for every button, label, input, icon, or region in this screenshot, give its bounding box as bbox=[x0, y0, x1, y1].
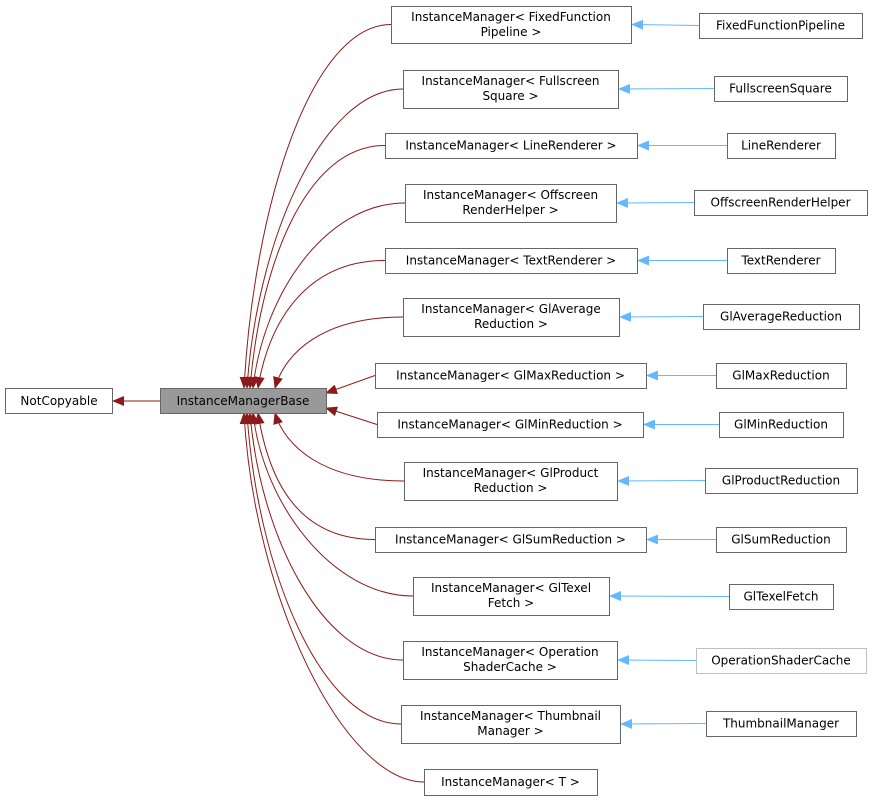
node-instancemanager[interactable]: InstanceManager< GlMinReduction > bbox=[377, 412, 644, 438]
node-instancemanager[interactable]: InstanceManager< GlMaxReduction > bbox=[375, 363, 647, 389]
inherit-edge bbox=[242, 88, 404, 389]
inherit-edge bbox=[239, 412, 425, 783]
node-label: InstanceManager< LineRenderer > bbox=[405, 139, 616, 153]
node-label: InstanceManagerBase bbox=[177, 394, 310, 408]
node-label: InstanceManager< FixedFunction bbox=[411, 10, 611, 24]
node-derived-class[interactable]: GlAverageReduction bbox=[703, 304, 860, 330]
node-label: LineRenderer bbox=[741, 139, 821, 153]
node-instancemanager[interactable]: InstanceManager< FixedFunctionPipeline > bbox=[391, 6, 632, 44]
node-label: TextRenderer bbox=[740, 254, 820, 268]
node-label: InstanceManager< TextRenderer > bbox=[406, 254, 616, 268]
node-label: GlAverageReduction bbox=[720, 310, 842, 324]
node-derived-class[interactable]: TextRenderer bbox=[727, 248, 836, 274]
template-edge bbox=[617, 655, 697, 666]
inherit-edge bbox=[242, 412, 402, 725]
node-label: GlTexelFetch bbox=[743, 590, 818, 604]
node-derived-class[interactable]: FixedFunctionPipeline bbox=[699, 13, 863, 39]
node-label: Pipeline > bbox=[481, 25, 542, 39]
template-edge bbox=[618, 83, 715, 94]
node-label: RenderHelper > bbox=[462, 203, 558, 217]
node-notcopyable[interactable]: NotCopyable bbox=[5, 388, 113, 414]
node-label: InstanceManager< T > bbox=[441, 775, 580, 789]
node-instancemanager[interactable]: InstanceManager< TextRenderer > bbox=[385, 248, 638, 274]
node-instancemanager[interactable]: InstanceManager< FullscreenSquare > bbox=[403, 70, 619, 109]
inherit-edge bbox=[249, 202, 406, 389]
node-label: ShaderCache > bbox=[463, 660, 557, 674]
node-instancemanager[interactable]: InstanceManager< GlProductReduction > bbox=[404, 462, 618, 501]
node-label: GlMinReduction bbox=[734, 418, 828, 432]
template-edge bbox=[616, 197, 695, 208]
node-derived-class[interactable]: GlMaxReduction bbox=[716, 363, 847, 389]
inherit-edge bbox=[273, 412, 405, 482]
inherit-edge bbox=[254, 412, 376, 540]
template-edge bbox=[609, 591, 730, 602]
node-label: Reduction > bbox=[474, 317, 548, 331]
node-instancemanager[interactable]: InstanceManager< OperationShaderCache > bbox=[403, 641, 618, 680]
inherit-edge bbox=[249, 412, 414, 597]
nodes: InstanceManager< FixedFunctionPipeline >… bbox=[375, 6, 868, 796]
inherit-edge bbox=[254, 260, 386, 389]
node-derived-class[interactable]: FullscreenSquare bbox=[714, 76, 848, 102]
node-derived-class[interactable]: LineRenderer bbox=[727, 133, 836, 159]
inherit-edge bbox=[325, 406, 378, 425]
node-label: InstanceManager< Thumbnail bbox=[420, 709, 601, 723]
node-instancemanager[interactable]: InstanceManager< T > bbox=[424, 769, 598, 796]
node-label: InstanceManager< Fullscreen bbox=[422, 74, 600, 88]
template-edge bbox=[631, 19, 700, 30]
node-derived-class[interactable]: ThumbnailManager bbox=[706, 711, 857, 737]
node-label: OperationShaderCache bbox=[711, 654, 851, 668]
template-edge bbox=[617, 475, 706, 486]
inherit-edge bbox=[239, 24, 392, 389]
node-instancemanager[interactable]: InstanceManager< OffscreenRenderHelper > bbox=[405, 184, 617, 223]
node-derived-class[interactable]: GlProductReduction bbox=[705, 468, 858, 494]
node-label: Manager > bbox=[477, 724, 543, 738]
node-instancemanager[interactable]: InstanceManager< GlSumReduction > bbox=[375, 527, 647, 553]
inherit-edge bbox=[245, 145, 386, 389]
node-instancemanager[interactable]: InstanceManager< LineRenderer > bbox=[385, 133, 638, 159]
node-label: Square > bbox=[482, 89, 538, 103]
node-derived-class[interactable]: OperationShaderCache bbox=[696, 648, 867, 674]
node-label: OffscreenRenderHelper bbox=[711, 196, 851, 210]
node-label: InstanceManager< Operation bbox=[421, 645, 598, 659]
inherit-edge bbox=[245, 412, 404, 661]
node-label: FixedFunctionPipeline bbox=[716, 19, 845, 33]
node-label: ThumbnailManager bbox=[722, 717, 839, 731]
node-instancemanager[interactable]: InstanceManager< GlTexelFetch > bbox=[413, 577, 610, 616]
node-label: InstanceManager< GlAverage bbox=[421, 302, 600, 316]
node-label: InstanceManager< GlSumReduction > bbox=[395, 533, 626, 547]
node-label: NotCopyable bbox=[20, 394, 97, 408]
node-derived-class[interactable]: GlSumReduction bbox=[716, 527, 847, 553]
node-label: GlProductReduction bbox=[722, 474, 840, 488]
node-label: GlMaxReduction bbox=[732, 369, 829, 383]
node-label: Reduction > bbox=[474, 481, 548, 495]
inherit-edge bbox=[273, 316, 404, 389]
node-derived-class[interactable]: OffscreenRenderHelper bbox=[694, 190, 868, 216]
node-label: Fetch > bbox=[488, 596, 534, 610]
inherit-edge bbox=[325, 375, 376, 395]
node-instancemanager[interactable]: InstanceManager< GlAverageReduction > bbox=[403, 298, 620, 337]
node-instancemanagerbase[interactable]: InstanceManagerBase bbox=[160, 388, 327, 414]
node-label: InstanceManager< GlProduct bbox=[423, 466, 599, 480]
node-label: GlSumReduction bbox=[731, 533, 831, 547]
node-instancemanager[interactable]: InstanceManager< ThumbnailManager > bbox=[401, 705, 621, 744]
template-edge bbox=[620, 718, 707, 729]
node-label: InstanceManager< GlMaxReduction > bbox=[396, 369, 625, 383]
node-derived-class[interactable]: GlTexelFetch bbox=[729, 584, 834, 610]
node-label: InstanceManager< GlTexel bbox=[431, 581, 591, 595]
edges bbox=[112, 19, 730, 783]
node-label: InstanceManager< Offscreen bbox=[423, 188, 598, 202]
node-label: FullscreenSquare bbox=[729, 82, 832, 96]
node-derived-class[interactable]: GlMinReduction bbox=[719, 412, 844, 438]
node-label: InstanceManager< GlMinReduction > bbox=[397, 418, 622, 432]
template-edge bbox=[619, 311, 704, 322]
